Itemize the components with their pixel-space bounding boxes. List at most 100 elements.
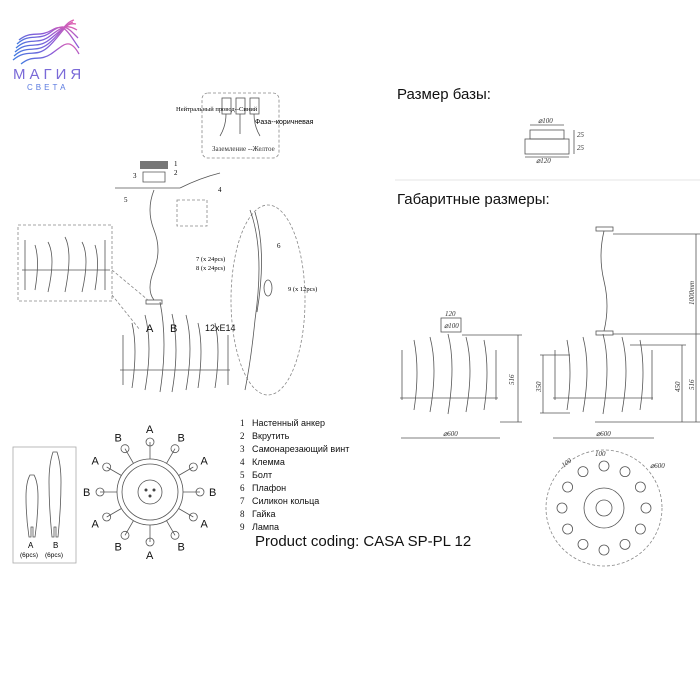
shade-b-qty: (6pcs)	[45, 552, 63, 559]
shade-ellipse-detail: 6 7 (x 24pcs) 8 (x 24pcs) 9 (x 12pcs) 1 …	[124, 160, 317, 396]
lamp-holder-icon	[640, 502, 652, 514]
star-label: B	[178, 542, 185, 554]
dim-height-total: 516	[688, 379, 696, 390]
star-label: A	[91, 519, 99, 531]
part-number: 1	[240, 418, 245, 428]
dim-top-b: 100	[595, 450, 606, 458]
part-name: Вкрутить	[252, 431, 290, 441]
product-coding: Product coding: CASA SP-PL 12	[255, 533, 472, 550]
dim-top-a: 100	[560, 456, 574, 469]
lamp-holder-icon	[195, 487, 205, 497]
arm	[106, 466, 122, 476]
logo: МАГИЯ СВЕТА	[5, 18, 90, 98]
lamp-holder-icon	[170, 530, 180, 540]
lamp-holder-icon	[619, 466, 631, 478]
callout-8: 8 (x 24pcs)	[196, 265, 225, 272]
logo-text-sub: СВЕТА	[27, 83, 69, 92]
shade-types-box: A (6pcs) B (6pcs)	[12, 446, 77, 564]
dim-ceiling-width: 120	[445, 310, 456, 318]
logo-text-main: МАГИЯ	[13, 66, 86, 83]
arm	[106, 508, 122, 518]
callout-6: 6	[277, 242, 281, 250]
shade-a-qty: (6pcs)	[20, 552, 38, 559]
main-label-b: B	[170, 323, 177, 335]
part-name: Лампа	[252, 522, 279, 532]
part-number: 4	[240, 457, 245, 467]
lamp-holder-icon	[120, 530, 130, 540]
star-label: B	[178, 432, 185, 444]
star-label: B	[209, 487, 216, 499]
lamp-holder-icon	[562, 523, 574, 535]
part-number: 6	[240, 483, 245, 493]
arm	[124, 448, 134, 464]
lamp-holder-icon	[102, 462, 112, 472]
part-name: Силикон кольца	[252, 496, 320, 506]
part-number: 2	[240, 431, 245, 441]
lamp-holder-icon	[145, 537, 155, 547]
base-height-2: 25	[577, 144, 585, 152]
lamp-holder-icon	[577, 466, 589, 478]
parts-list-item: 4 Клемма	[240, 456, 349, 469]
lamp-holder-icon	[102, 512, 112, 522]
part-name: Настенный анкер	[252, 418, 325, 428]
parts-list-item: 2 Вкрутить	[240, 430, 349, 443]
dim-ceiling-diameter: ⌀100	[444, 322, 459, 330]
wiring-neutral-label: Нейтральный провод--Синий	[176, 106, 258, 113]
shade-detail-box	[17, 224, 149, 331]
callout-9: 9 (x 12pcs)	[288, 286, 317, 293]
base-height-1: 25	[577, 131, 585, 139]
lamp-holder-icon	[598, 460, 610, 472]
parts-list-item: 1 Настенный анкер	[240, 417, 349, 430]
lamp-holder-icon	[188, 462, 198, 472]
base-bottom-diameter: ⌀120	[536, 157, 551, 165]
parts-list-item: 7 Силикон кольца	[240, 495, 349, 508]
dim-chain-length: 1000mm	[688, 281, 696, 305]
callout-4: 4	[218, 186, 222, 194]
star-label: A	[91, 456, 99, 468]
shade-b-letter: B	[53, 541, 58, 550]
callout-5: 5	[124, 196, 128, 204]
arm	[178, 508, 194, 518]
lamp-holder-icon	[562, 481, 574, 493]
base-top-diameter: ⌀100	[538, 117, 553, 125]
star-label: A	[146, 550, 154, 562]
lamp-holder-icon	[556, 502, 568, 514]
lamp-holder-icon	[619, 538, 631, 550]
part-number: 7	[240, 496, 245, 506]
main-chandelier: A B 12xE14	[120, 301, 236, 393]
arm	[166, 520, 176, 536]
part-number: 3	[240, 444, 245, 454]
star-label: B	[83, 487, 90, 499]
dim-height-450: 450	[674, 381, 682, 392]
callout-3: 3	[133, 172, 137, 180]
lamp-holder-icon	[170, 444, 180, 454]
base-drawing: ⌀100 ⌀120 25 25	[524, 117, 585, 165]
callout-2: 2	[174, 169, 178, 177]
dimension-top-view: 100 100 ⌀600	[545, 449, 665, 567]
wiring-diagram: Нейтральный провод--Синий Фаза--коричнев…	[115, 92, 314, 305]
star-label: B	[115, 432, 122, 444]
dimension-drawing-front: 120 ⌀100 516 ⌀600	[400, 310, 522, 439]
dim-width-suspended: ⌀600	[596, 430, 611, 438]
part-name: Болт	[252, 470, 273, 480]
dim-height-front: 516	[508, 374, 516, 385]
lamp-holder-icon	[634, 523, 646, 535]
main-label-a: A	[146, 323, 154, 335]
part-name: Гайка	[252, 509, 276, 519]
arm	[166, 448, 176, 464]
star-label: A	[201, 519, 209, 531]
overall-size-heading: Габаритные размеры:	[397, 191, 550, 208]
dim-height-350: 350	[535, 381, 543, 393]
arm	[124, 520, 134, 536]
logo-wave-icon	[12, 19, 80, 65]
lamp-holder-icon	[95, 487, 105, 497]
wiring-ground-label: Заземление --Желтое	[212, 145, 275, 153]
star-label: A	[201, 456, 209, 468]
part-name: Клемма	[252, 457, 285, 467]
